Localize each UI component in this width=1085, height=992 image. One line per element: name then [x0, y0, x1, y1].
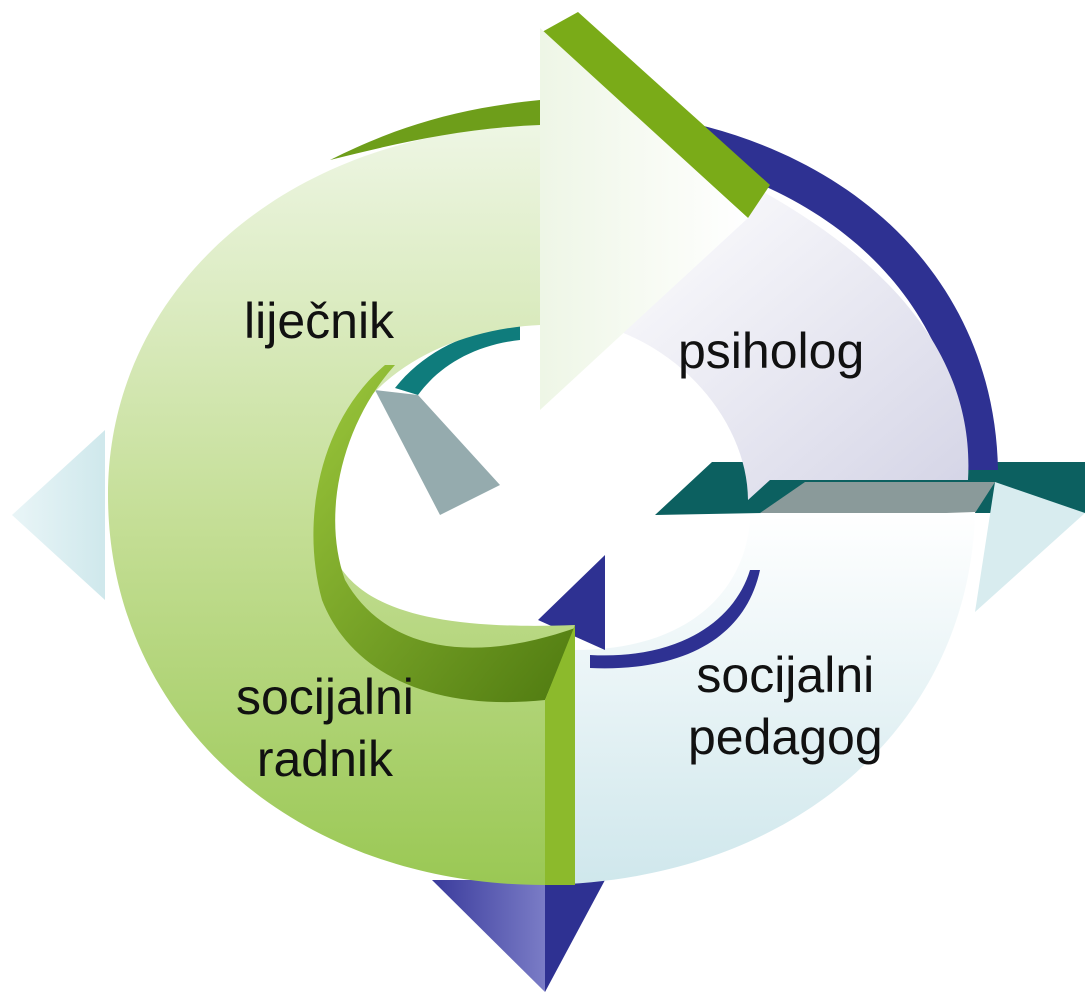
inner-gray-wedge — [375, 390, 500, 515]
label-socijalni-radnik-line-1: socijalni — [236, 669, 414, 725]
label-socijalni-pedagog-line-2: pedagog — [688, 709, 883, 765]
bottom-pointer-arrow-side — [545, 880, 605, 992]
tail-green-face — [545, 625, 575, 885]
ring-band-green — [330, 100, 540, 160]
arrowhead-green-side — [542, 12, 770, 218]
label-socijalni-radnik: socijalni radnik — [236, 666, 414, 790]
bottom-pointer-arrow — [432, 880, 545, 992]
label-socijalni-radnik-line-2: radnik — [256, 731, 394, 787]
inner-green-curl — [313, 365, 575, 703]
segment-socijalni-pedagog — [545, 512, 975, 885]
left-pointer-arrow — [12, 430, 105, 600]
ring-inner-edge-navy — [590, 570, 760, 669]
label-lijecnik-line-1: liječnik — [244, 293, 395, 349]
arrowhead-face — [540, 28, 748, 410]
right-pointer-arrow-base — [760, 482, 995, 513]
label-lijecnik: liječnik — [244, 290, 394, 352]
label-psiholog: psiholog — [678, 320, 864, 382]
label-psiholog-line-1: psiholog — [678, 323, 865, 379]
right-pointer-arrow-tip — [975, 482, 1085, 612]
label-socijalni-pedagog-line-1: socijalni — [696, 647, 875, 703]
ring-inner-edge-teal — [395, 325, 520, 395]
label-socijalni-pedagog: socijalni pedagog — [688, 644, 883, 768]
